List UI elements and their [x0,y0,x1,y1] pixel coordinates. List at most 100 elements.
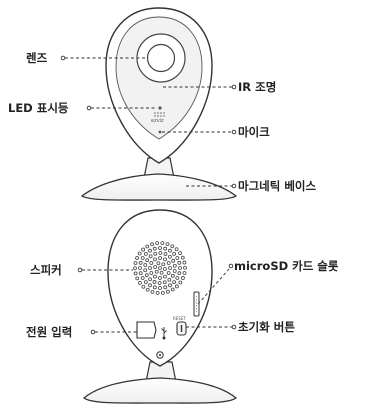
speaker-hole [158,251,163,255]
speaker-hole [155,290,160,295]
speaker-hole [148,283,152,288]
speaker-grille [133,241,187,295]
speaker-hole [157,281,162,285]
speaker-hole [165,242,170,247]
speaker-hole [158,256,162,260]
speaker-hole [138,271,143,276]
speaker-hole [148,248,152,253]
speaker-hole [163,274,167,279]
speaker-hole [178,266,182,270]
speaker-hole [170,244,175,249]
speaker-hole [170,287,175,292]
speaker-hole [154,269,159,274]
speaker-hole [145,244,150,249]
speaker-hole [143,263,148,267]
front-magnetic-base [80,173,238,201]
label-ir-light: IR 조명 [238,80,277,94]
speaker-hole [163,257,167,262]
speaker-hole [143,280,148,285]
speaker-hole [174,247,179,252]
speaker-hole [178,280,183,285]
speaker-hole [143,268,148,273]
speaker-hole [133,266,137,271]
speaker-hole [133,271,138,276]
lens-glass [146,43,176,73]
label-power-input: 전원 입력 [26,325,73,339]
led-indicator-dot [158,106,162,110]
speaker-hole [182,271,187,275]
speaker-hole [135,256,139,260]
speaker-hole [135,276,140,281]
speaker-hole [168,266,172,270]
speaker-hole [166,289,170,294]
speaker-hole [172,251,177,256]
speaker-hole [155,241,160,246]
speaker-hole [159,270,164,275]
speaker-hole [148,266,152,270]
brand-logo-icon [154,112,165,117]
speaker-hole [138,266,142,270]
leader-end-dots [60,55,237,335]
speaker-hole [172,263,177,268]
speaker-hole [168,254,172,259]
speaker-hole [181,276,185,280]
speaker-hole [177,260,182,265]
speaker-hole [170,273,175,278]
speaker-hole [163,246,168,251]
speaker-hole [158,286,162,290]
rear-camera [82,209,238,404]
label-microphone: 마이크 [238,125,270,139]
speaker-hole [149,261,154,265]
speaker-hole [175,256,180,260]
power-input-port [136,321,157,339]
front-camera [80,7,238,201]
speaker-hole [175,276,180,280]
speaker-hole [141,284,146,289]
microphone-hole [158,130,162,134]
brand-logo-text: ezviz [151,118,164,124]
speaker-hole [138,260,143,265]
speaker-hole [166,261,171,265]
speaker-hole [160,241,165,246]
speaker-hole [153,257,157,262]
speaker-hole [163,252,168,256]
speaker-hole [158,246,162,250]
microsd-slot [193,291,200,317]
speaker-hole [156,261,161,266]
speaker-hole [153,265,158,269]
speaker-hole [152,246,157,251]
speaker-hole [145,287,150,292]
reset-printed-label: RESET [173,316,186,321]
speaker-hole [162,267,167,271]
label-reset-button: 초기화 버튼 [238,320,295,334]
speaker-hole [161,262,166,267]
speaker-hole [143,251,148,256]
speaker-hole [183,265,187,270]
speaker-hole [138,280,142,285]
label-lens: 렌즈 [26,51,48,65]
speaker-hole [180,255,185,260]
speaker-hole [153,274,157,279]
speaker-hole [171,258,176,263]
speaker-hole [167,277,172,282]
label-magnetic-base: 마그네틱 베이스 [238,179,317,193]
speaker-hole [174,284,179,289]
speaker-hole [141,247,146,252]
speaker-hole [137,251,142,256]
speaker-hole [140,256,145,260]
speaker-hole [177,271,182,276]
speaker-hole [152,280,157,284]
speaker-hole [145,258,150,263]
speaker-hole [133,261,138,265]
label-led-indicator: LED 표시등 [8,101,69,115]
speaker-hole [149,271,154,275]
usb-icon [161,327,167,340]
speaker-hole [150,289,155,294]
speaker-hole [158,276,162,280]
speaker-hole [168,283,172,288]
speaker-hole [158,266,162,270]
label-microsd-slot: microSD 카드 슬롯 [234,259,339,273]
speaker-hole [166,271,171,275]
speaker-hole [162,280,167,285]
